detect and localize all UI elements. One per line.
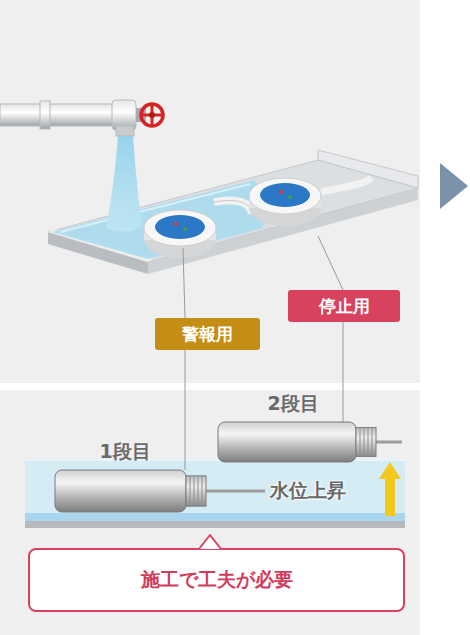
water-section xyxy=(25,513,405,521)
leader-line xyxy=(185,350,186,470)
falling-water xyxy=(106,136,142,232)
callout-box: 施工で工夫が必要 xyxy=(28,548,405,612)
rise-arrow xyxy=(379,462,401,479)
cylinder-body xyxy=(55,470,186,512)
tray xyxy=(48,150,418,274)
rise-arrow xyxy=(385,478,395,516)
cable xyxy=(206,490,265,493)
callout-notch xyxy=(199,535,221,549)
faucet-pipe xyxy=(141,104,163,126)
water-in-tray xyxy=(52,180,264,259)
faucet-pipe xyxy=(0,104,120,126)
float-switch: 1段目 xyxy=(55,470,210,512)
tray-sensor xyxy=(214,201,252,215)
callout-text: 施工で工夫が必要 xyxy=(141,567,293,593)
stage-label: 1段目 xyxy=(70,439,180,465)
leader-line xyxy=(183,248,185,318)
water-level-label: 水位上昇 xyxy=(270,478,346,504)
water-section xyxy=(25,460,405,522)
leader-line xyxy=(318,236,343,290)
panel-background xyxy=(0,0,420,383)
thread-groove xyxy=(202,476,203,506)
tray-sensor xyxy=(279,190,283,194)
thread-groove xyxy=(364,428,365,457)
tray-sensor xyxy=(144,178,372,258)
thread-groove xyxy=(368,428,369,457)
stop-tag: 停止用 xyxy=(288,290,400,322)
alarm-tag: 警報用 xyxy=(155,318,260,350)
callout-notch xyxy=(199,535,221,549)
thread xyxy=(356,428,376,457)
next-chevron xyxy=(440,163,468,209)
tray-sensor xyxy=(288,195,292,199)
leader-line xyxy=(343,322,344,422)
tray xyxy=(48,160,418,262)
tray-sensor xyxy=(174,222,178,226)
faucet-pipe xyxy=(0,100,163,136)
stage-label: 2段目 xyxy=(243,391,343,417)
faucet-pipe xyxy=(116,126,134,136)
next-chevron xyxy=(440,163,468,209)
tray-sensor xyxy=(214,201,252,215)
tray-sensor xyxy=(144,210,216,246)
cylinder-body xyxy=(218,422,356,462)
tray-sensor xyxy=(155,215,205,239)
float-switch-body xyxy=(55,470,210,512)
thread-groove xyxy=(198,476,199,506)
panel-background xyxy=(0,390,420,635)
float-switch-body xyxy=(218,422,380,462)
cable xyxy=(376,441,402,444)
thread-groove xyxy=(372,428,373,457)
thread-groove xyxy=(190,476,191,506)
faucet-pipe xyxy=(149,112,155,118)
tray-sensor xyxy=(249,178,321,214)
tag-text: 警報用 xyxy=(182,323,233,346)
tag-text: 停止用 xyxy=(319,295,370,318)
faucet-pipe xyxy=(40,101,50,129)
water-section xyxy=(25,521,405,528)
float-switch: 2段目 xyxy=(218,422,380,462)
rise-arrow xyxy=(379,462,401,516)
water-section xyxy=(25,460,405,528)
thread-groove xyxy=(360,428,361,457)
water-in-tray xyxy=(52,180,264,259)
tray-sensor xyxy=(183,227,187,231)
callout-notch xyxy=(199,535,221,549)
tray-sensor xyxy=(260,183,310,207)
thread xyxy=(186,476,206,506)
thread-groove xyxy=(194,476,195,506)
tray-sensor xyxy=(321,178,372,192)
falling-water xyxy=(106,136,142,232)
panel-background xyxy=(0,0,420,635)
